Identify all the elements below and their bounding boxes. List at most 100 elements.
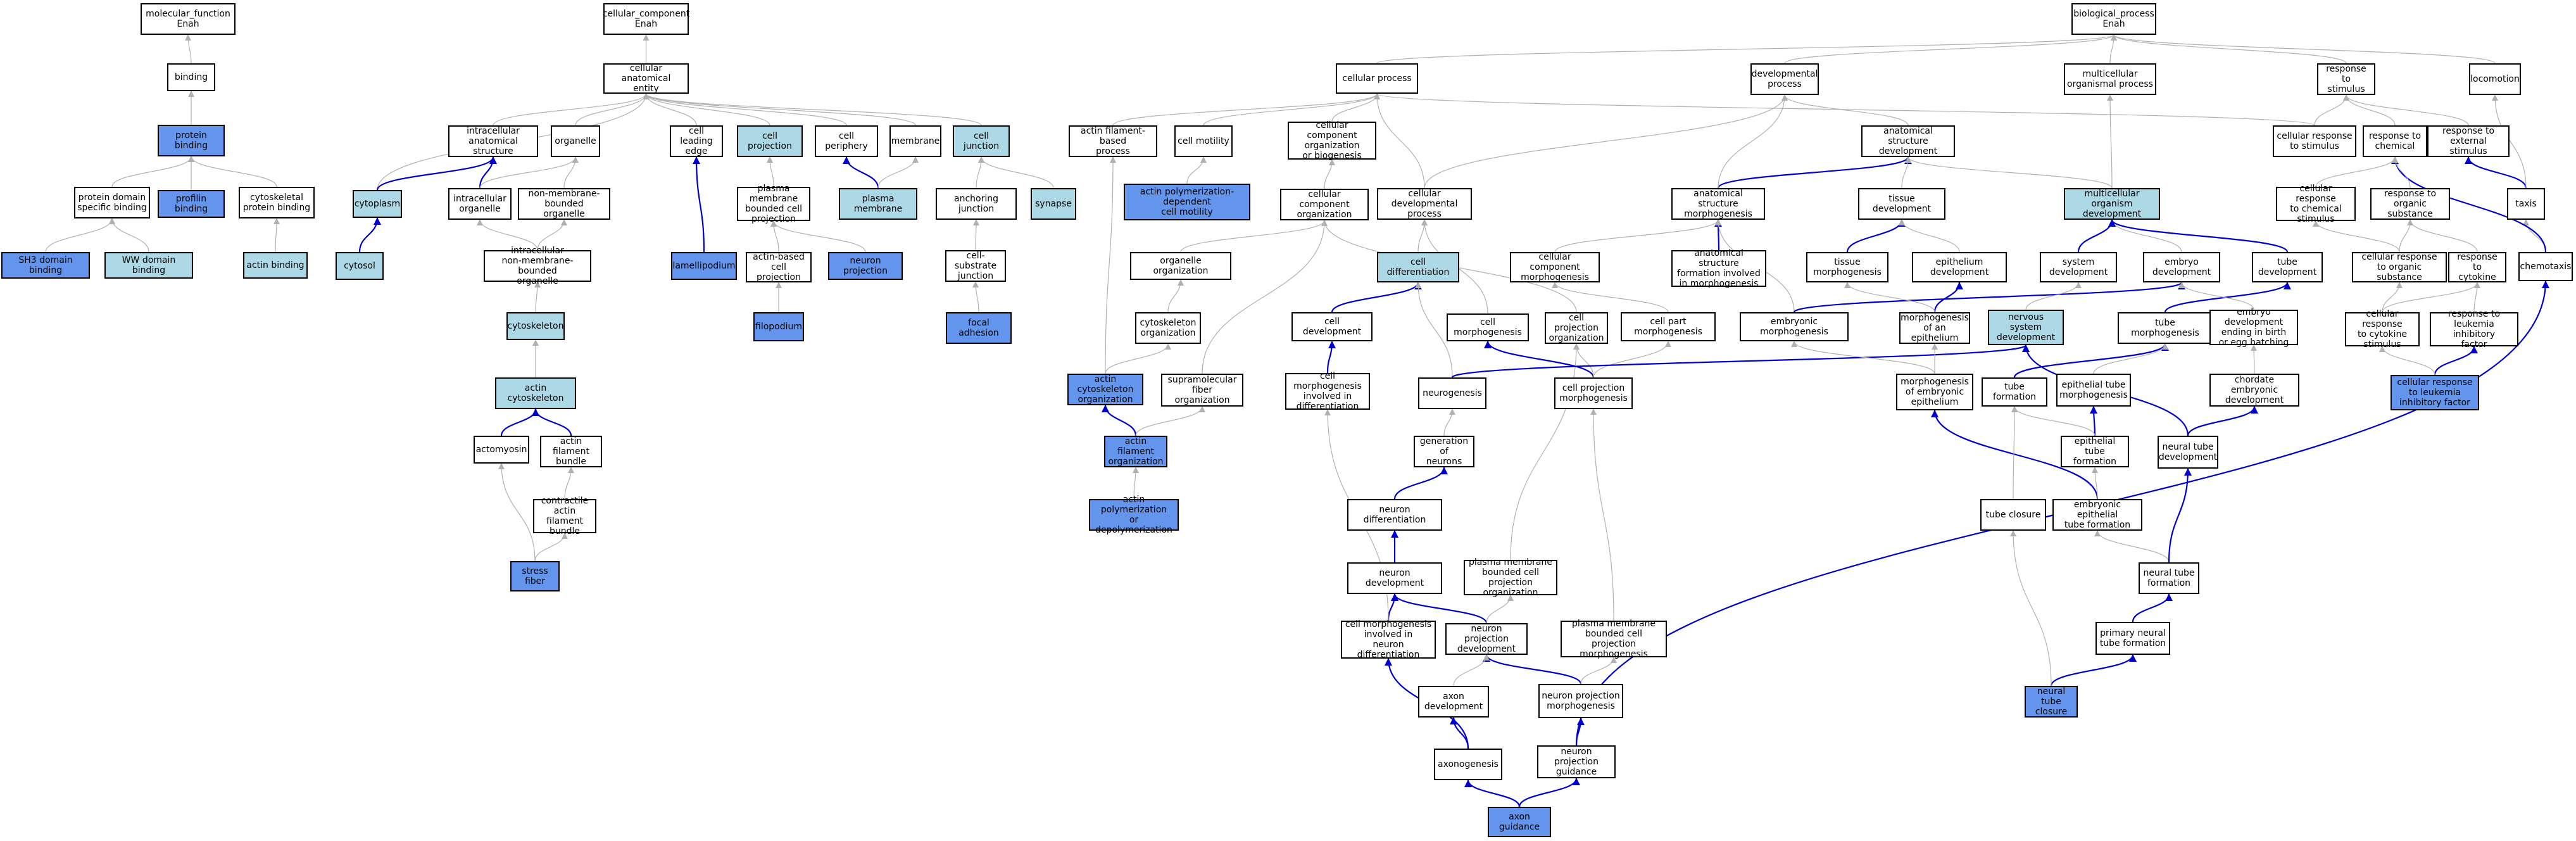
node-cytoskeleton[interactable]: cytoskeleton [506,312,565,340]
node-ccm[interactable]: cellular component morphogenesis [1510,252,1600,282]
node-ccob[interactable]: cellular component organization or bioge… [1288,120,1376,161]
node-tube-morph[interactable]: tube morphogenesis [2118,312,2213,344]
node-asm[interactable]: anatomical structure morphogenesis [1671,188,1765,220]
node-cafb[interactable]: contractile actin filament bundle [533,496,596,536]
node-cco[interactable]: cellular component organization [1280,189,1369,220]
node-mop[interactable]: multicellular organismal process [2064,63,2156,95]
node-profilin[interactable]: profilin binding [158,190,225,218]
node-rtes[interactable]: response to external stimulus [2427,125,2510,157]
node-cpo[interactable]: cell projection organization [1545,312,1608,344]
node-asfim[interactable]: anatomical structure formation involved … [1671,248,1766,289]
node-bp[interactable]: biological_process Enah [2071,3,2156,35]
node-cmind[interactable]: cell morphogenesis involved in neuron di… [1341,619,1436,660]
node-sh3[interactable]: SH3 domain binding [1,252,90,279]
node-gen-neurons[interactable]: generation of neurons [1414,436,1474,467]
node-taxis[interactable]: taxis [2507,188,2545,220]
node-apdcm[interactable]: actin polymerization-dependent cell moti… [1124,184,1250,220]
node-actomyosin[interactable]: actomyosin [474,436,529,464]
node-abcp[interactable]: actin-based cell projection [746,252,812,282]
node-ic-org[interactable]: intracellular organelle [448,188,512,220]
node-membrane[interactable]: membrane [889,125,941,157]
node-crcys[interactable]: cellular response to cytokine stimulus [2345,309,2420,350]
node-sfo[interactable]: supramolecular fiber organization [1161,374,1243,407]
node-mee[interactable]: morphogenesis of embryonic epithelium [1896,374,1973,410]
node-neurogenesis[interactable]: neurogenesis [1418,377,1486,409]
node-ced[interactable]: chordate embryonic development [2209,374,2299,407]
node-cmid[interactable]: cell morphogenesis involved in different… [1285,371,1370,412]
node-actin-cytoskeleton[interactable]: actin cytoskeleton [495,377,576,409]
node-eetf[interactable]: embryonic epithelial tube formation [2052,499,2142,531]
node-pmbcpm[interactable]: plasma membrane bounded cell projection … [1561,619,1667,659]
node-cytosol[interactable]: cytosol [336,252,384,280]
node-cdp[interactable]: cellular developmental process [1377,188,1472,220]
node-tissue-dev[interactable]: tissue development [1858,188,1945,220]
node-ros[interactable]: response to organic substance [2370,188,2450,220]
node-moe[interactable]: morphogenesis of an epithelium [1899,312,1970,344]
node-tube-form[interactable]: tube formation [1982,377,2047,407]
node-pdsb[interactable]: protein domain specific binding [74,187,150,218]
node-cpm[interactable]: cell projection morphogenesis [1554,377,1633,409]
node-cell-projection[interactable]: cell projection [737,125,803,157]
node-tissue-morph[interactable]: tissue morphogenesis [1806,252,1888,282]
node-mod[interactable]: multicellular organism development [2064,188,2160,220]
node-lamellipodium[interactable]: lamellipodium [671,252,737,280]
node-afo[interactable]: actin filament organization [1104,436,1167,467]
node-cpartm[interactable]: cell part morphogenesis [1621,312,1716,341]
node-focal-adhesion[interactable]: focal adhesion [946,312,1012,344]
node-protein-binding[interactable]: protein binding [158,125,225,156]
node-rts[interactable]: response to stimulus [2317,63,2375,95]
node-afbp[interactable]: actin filament-based process [1069,125,1157,157]
node-crcs[interactable]: cellular response to chemical stimulus [2276,184,2356,224]
node-tube-dev[interactable]: tube development [2252,252,2323,282]
node-csj[interactable]: cell-substrate junction [945,250,1006,282]
node-rlif[interactable]: response to leukemia inhibitory factor [2430,309,2518,350]
node-apd[interactable]: actin polymerization or depolymerization [1089,495,1179,535]
node-ww[interactable]: WW domain binding [104,252,193,279]
node-ntc[interactable]: neural tube closure [2025,686,2078,718]
node-aco[interactable]: actin cytoskeleton organization [1067,374,1143,405]
node-rtc[interactable]: response to chemical [2363,125,2427,157]
node-asd[interactable]: anatomical structure development [1861,125,1955,157]
node-cytoskel-pb[interactable]: cytoskeletal protein binding [239,187,315,218]
node-binding[interactable]: binding [167,63,215,91]
node-cell-dev[interactable]: cell development [1291,312,1373,341]
node-crs[interactable]: cellular response to stimulus [2273,125,2356,157]
node-pmbcpo[interactable]: plasma membrane bounded cell projection … [1464,557,1557,598]
node-ntf[interactable]: neural tube formation [2139,562,2199,594]
node-plasma-membrane[interactable]: plasma membrane [839,188,917,220]
node-nmbo[interactable]: non-membrane-bounded organelle [518,188,610,220]
node-npm[interactable]: neuron projection morphogenesis [1538,684,1623,718]
node-axonogenesis[interactable]: axonogenesis [1434,749,1502,780]
node-embryo-dev[interactable]: embryo development [2143,252,2220,282]
node-cell-diff[interactable]: cell differentiation [1377,252,1459,282]
node-rtcy[interactable]: response to cytokine [2448,252,2506,282]
node-sys-dev[interactable]: system development [2040,252,2117,282]
node-pntf[interactable]: primary neural tube formation [2095,622,2170,655]
node-cellular-process[interactable]: cellular process [1336,63,1418,94]
node-synapse[interactable]: synapse [1031,188,1076,220]
node-npd[interactable]: neuron projection development [1445,623,1528,655]
node-anchoring-junction[interactable]: anchoring junction [936,188,1017,220]
node-cc[interactable]: cellular_component Enah [603,3,689,35]
node-neuron-diff[interactable]: neuron differentiation [1347,499,1442,531]
node-emb-morph[interactable]: embryonic morphogenesis [1740,312,1849,341]
node-cell-periphery[interactable]: cell periphery [815,125,878,157]
node-leading-edge[interactable]: cell leading edge [670,125,723,157]
node-organelle[interactable]: organelle [551,125,600,157]
node-neuron-projection[interactable]: neuron projection [828,252,903,280]
node-crlif[interactable]: cellular response to leukemia inhibitory… [2391,375,2479,410]
node-cytoplasm[interactable]: cytoplasm [353,190,402,218]
node-stress-fiber[interactable]: stress fiber [510,561,560,591]
node-neuron-dev[interactable]: neuron development [1347,562,1442,594]
node-pmbcp[interactable]: plasma membrane bounded cell projection [737,184,810,224]
node-cae[interactable]: cellular anatomical entity [603,63,689,94]
node-cell-motility[interactable]: cell motility [1174,125,1233,157]
node-edeb[interactable]: embryo development ending in birth or eg… [2209,307,2298,348]
node-axon-guidance[interactable]: axon guidance [1488,807,1551,837]
node-filopodium[interactable]: filopodium [753,312,804,341]
node-inmbo[interactable]: intracellular non-membrane-bounded organ… [484,246,591,286]
node-chemotaxis[interactable]: chemotaxis [2518,252,2573,281]
node-mf[interactable]: molecular_function Enah [141,3,236,35]
node-cros[interactable]: cellular response to organic substance [2352,252,2447,282]
node-org-org[interactable]: organelle organization [1130,252,1231,280]
